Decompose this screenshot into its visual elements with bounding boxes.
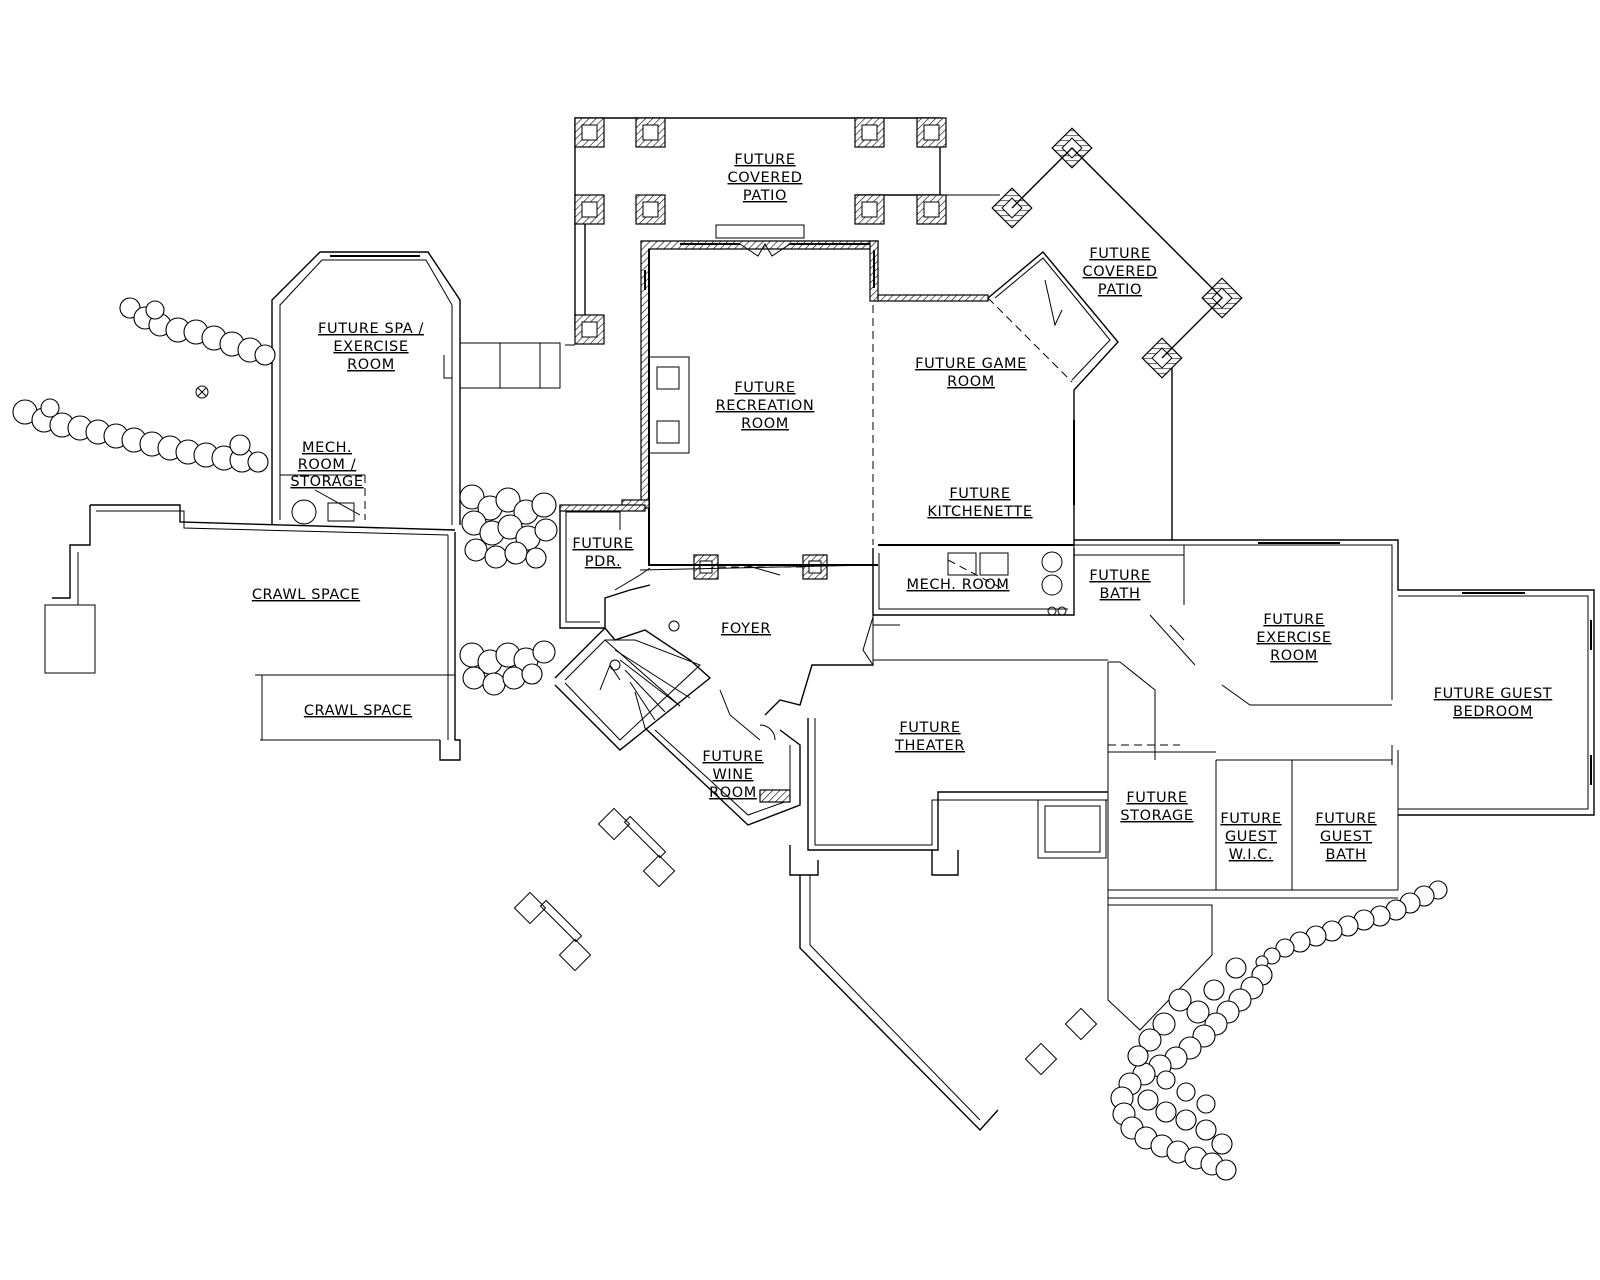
label-crawl-space-west: CRAWL SPACE bbox=[252, 587, 360, 603]
mech-bath-walls bbox=[872, 548, 1075, 626]
shrub-group-northwest bbox=[119, 297, 276, 366]
column bbox=[574, 117, 605, 148]
patio-columns bbox=[574, 117, 1243, 580]
recreation-room-walls bbox=[621, 240, 879, 566]
label-foyer: FOYER bbox=[721, 621, 771, 637]
column bbox=[916, 117, 947, 148]
label-mech-room-storage: MECH.ROOM /STORAGE bbox=[290, 440, 363, 490]
column bbox=[916, 194, 947, 225]
spa-room-walls bbox=[195, 251, 561, 525]
column bbox=[574, 314, 605, 345]
shrub-group-center-lower bbox=[459, 640, 556, 696]
column bbox=[635, 194, 666, 225]
covered-patio-east bbox=[946, 147, 1223, 540]
column bbox=[693, 554, 719, 580]
foyer-walls bbox=[554, 504, 1108, 826]
shrubs bbox=[12, 297, 1448, 1181]
game-room-walls bbox=[872, 251, 1119, 546]
column bbox=[802, 554, 828, 580]
right-wing-walls bbox=[1073, 539, 1595, 1031]
column bbox=[854, 194, 885, 225]
label-crawl-space-south: CRAWL SPACE bbox=[304, 703, 412, 719]
shrub-group-center-upper bbox=[459, 484, 558, 569]
column bbox=[854, 117, 885, 148]
label-mech-room: MECH. ROOM bbox=[906, 577, 1009, 593]
shrub-group-southeast bbox=[1110, 880, 1448, 1181]
crawl-space-walls bbox=[44, 504, 461, 761]
column bbox=[635, 117, 666, 148]
theater-walls bbox=[789, 718, 1108, 1132]
column bbox=[574, 194, 605, 225]
stepping-stones bbox=[513, 807, 676, 972]
shrub-group-west bbox=[12, 398, 269, 473]
